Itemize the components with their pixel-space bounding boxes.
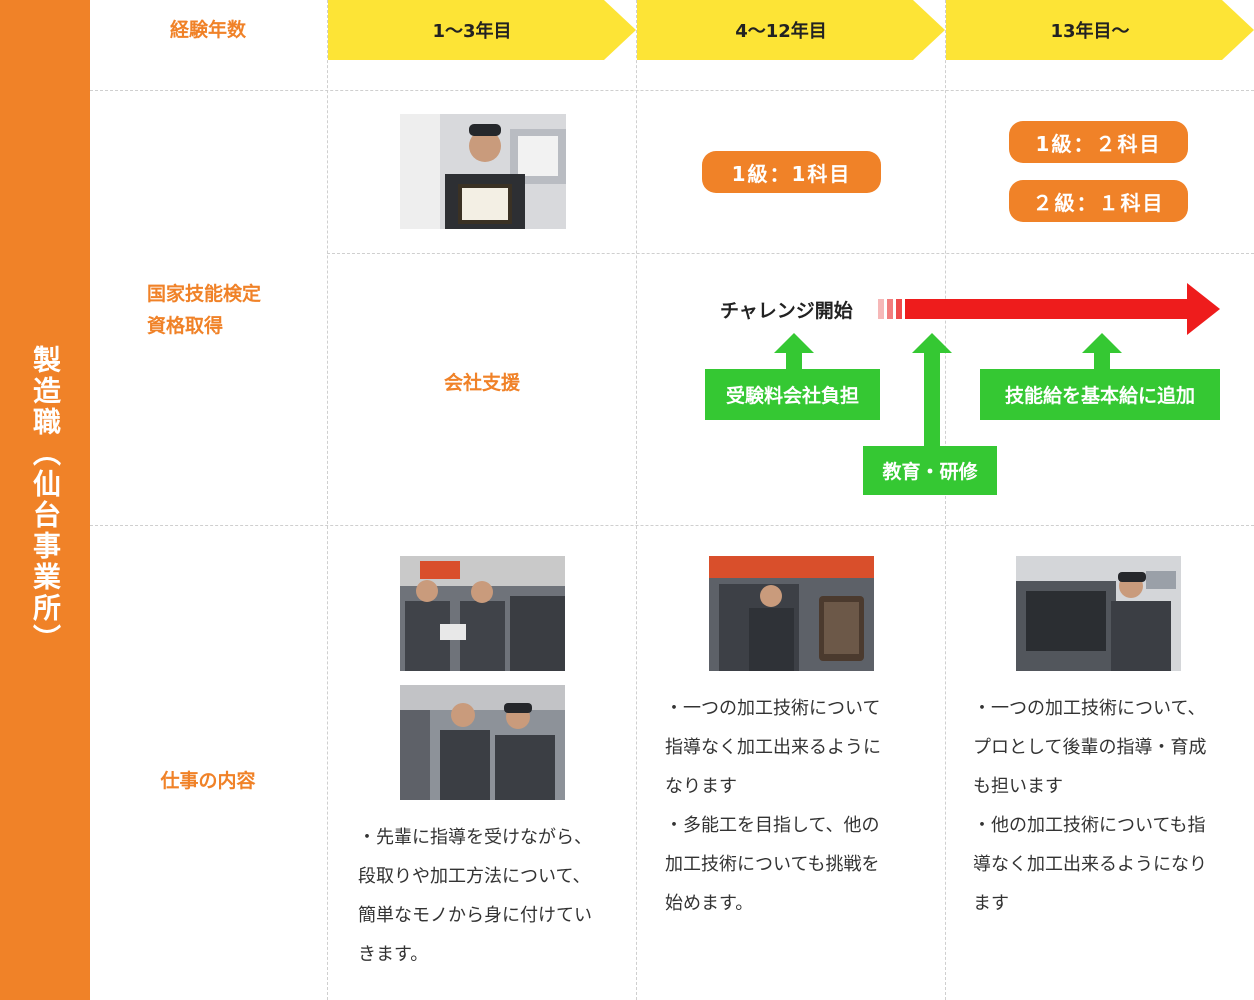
work-photo-early-1 bbox=[400, 556, 565, 671]
mid-grade-pill-text: 1級：1科目 bbox=[731, 161, 852, 186]
divider bbox=[945, 0, 946, 1000]
stage-3-chevron: 13年目〜 bbox=[946, 0, 1254, 60]
company-support-label: 会社支援 bbox=[328, 367, 636, 399]
late-grade-pill-2: ２級：１科目 bbox=[1009, 180, 1188, 222]
experience-years-text: 経験年数 bbox=[169, 19, 246, 41]
stage-2-chevron: 4〜12年目 bbox=[637, 0, 945, 60]
sidebar bbox=[0, 0, 90, 1000]
late-grade-pill-1: 1級：２科目 bbox=[1009, 121, 1188, 163]
work-description-early: ・先輩に指導を受けながら、 段取りや加工方法について、 簡単なモノから身に付けて… bbox=[358, 818, 592, 974]
experience-years-label: 経験年数 bbox=[90, 0, 326, 60]
benefit-skill-pay: 技能給を基本給に追加 bbox=[980, 369, 1220, 420]
work-description-late: ・一つの加工技術について、 プロとして後輩の指導・育成 も担います ・他の加工技… bbox=[973, 689, 1207, 923]
work-photo-mid bbox=[709, 556, 874, 671]
work-photo-early-2 bbox=[400, 685, 565, 800]
work-line: ・一つの加工技術について、 bbox=[973, 698, 1206, 719]
stage-2-label: 4〜12年目 bbox=[735, 21, 827, 42]
qualification-label-line1: 国家技能検定 bbox=[147, 283, 262, 305]
qualification-row-label: 国家技能検定 資格取得 bbox=[147, 278, 261, 342]
late-grade-pill-1-text: 1級：２科目 bbox=[1035, 131, 1162, 156]
benefit-training-text: 教育・研修 bbox=[882, 461, 978, 483]
work-line: ・多能工を目指して、他の bbox=[665, 815, 880, 836]
work-line: ・他の加工技術についても指 bbox=[973, 815, 1206, 836]
arrow-up-icon bbox=[774, 333, 814, 371]
late-grade-pill-2-text: ２級：１科目 bbox=[1032, 190, 1165, 215]
stage-1-chevron: 1〜3年目 bbox=[328, 0, 636, 60]
benefit-exam-fee-text: 受験料会社負担 bbox=[725, 385, 859, 407]
work-line: 簡単なモノから身に付けてい bbox=[358, 905, 592, 926]
benefit-skill-pay-text: 技能給を基本給に追加 bbox=[1004, 385, 1195, 407]
work-line: 段取りや加工方法について、 bbox=[358, 866, 591, 887]
work-line: 始めます。 bbox=[665, 893, 754, 914]
work-line: ・先輩に指導を受けながら、 bbox=[358, 827, 592, 848]
stage-1-label: 1〜3年目 bbox=[432, 21, 512, 42]
work-line: 指導なく加工出来るように bbox=[665, 737, 881, 758]
sidebar-title-wrap: 製造職（仙台事業所） bbox=[0, 0, 90, 1000]
benefit-training: 教育・研修 bbox=[863, 446, 997, 495]
work-label-text: 仕事の内容 bbox=[160, 770, 256, 792]
arrow-right-icon bbox=[878, 283, 1220, 335]
qualification-label-line2: 資格取得 bbox=[147, 315, 224, 337]
arrow-up-icon bbox=[912, 333, 952, 448]
divider bbox=[90, 525, 1254, 526]
work-line: ます bbox=[973, 893, 1009, 914]
mid-grade-pill: 1級：1科目 bbox=[702, 151, 881, 193]
work-line: きます。 bbox=[358, 944, 429, 965]
work-line: プロとして後輩の指導・育成 bbox=[973, 737, 1207, 758]
work-line: も担います bbox=[973, 776, 1063, 797]
divider bbox=[327, 0, 328, 1000]
certificate-photo bbox=[400, 114, 566, 229]
divider bbox=[327, 253, 1254, 254]
work-description-mid: ・一つの加工技術について 指導なく加工出来るように なります ・多能工を目指して… bbox=[665, 689, 881, 923]
work-photo-late bbox=[1016, 556, 1181, 671]
work-line: なります bbox=[665, 776, 737, 797]
divider bbox=[90, 90, 1254, 91]
sidebar-title: 製造職（仙台事業所） bbox=[29, 345, 62, 655]
work-line: ・一つの加工技術について bbox=[665, 698, 881, 719]
company-support-text: 会社支援 bbox=[443, 372, 520, 394]
stage-3-label: 13年目〜 bbox=[1050, 21, 1130, 42]
work-row-label: 仕事の内容 bbox=[90, 765, 326, 797]
benefit-exam-fee: 受験料会社負担 bbox=[705, 369, 880, 420]
arrow-up-icon bbox=[1082, 333, 1122, 371]
work-line: 加工技術についても挑戦を bbox=[665, 854, 880, 875]
challenge-start-label: チャレンジ開始 bbox=[720, 300, 853, 322]
work-line: 導なく加工出来るようになり bbox=[973, 854, 1207, 875]
divider bbox=[636, 0, 637, 1000]
